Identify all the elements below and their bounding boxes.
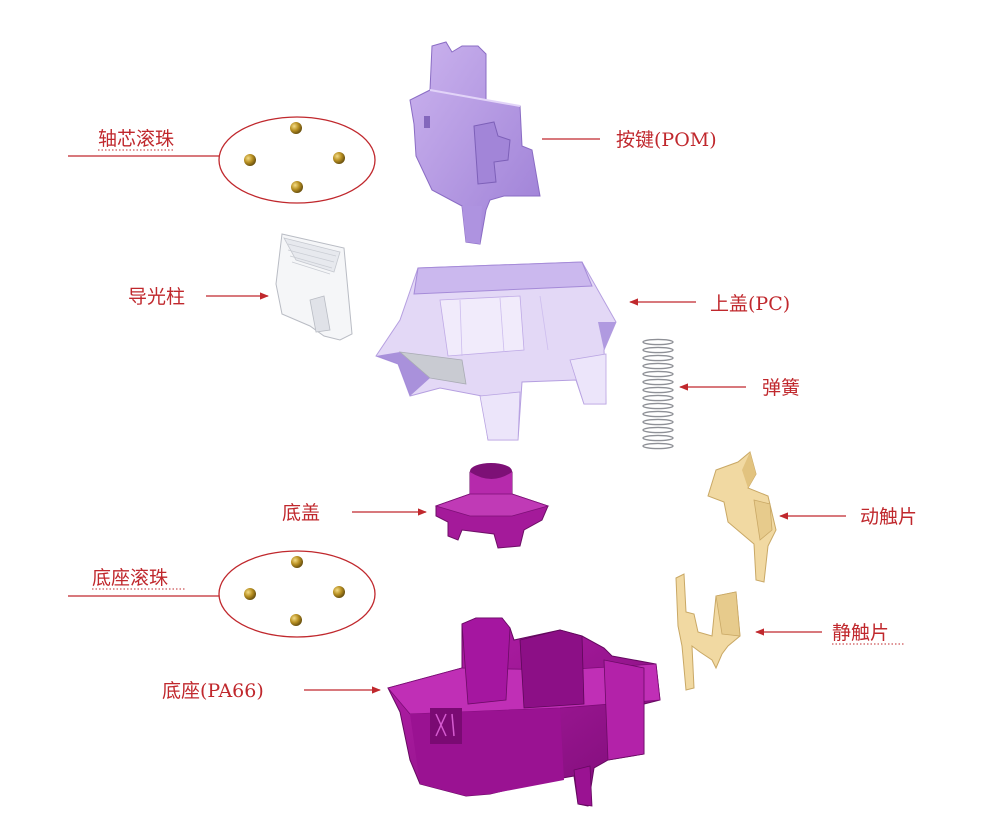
moving-contact-part	[707, 451, 777, 583]
stem-part	[409, 41, 541, 245]
spring-label: 弹簧	[762, 377, 800, 399]
axis-balls-label: 轴芯滚珠	[98, 128, 174, 150]
spring-part	[642, 338, 674, 450]
axis-balls-group: 轴芯滚珠	[68, 116, 376, 204]
light-guide-label: 导光柱	[128, 286, 185, 308]
moving-contact-label: 动触片	[860, 506, 917, 528]
base-part	[387, 617, 661, 807]
axis-balls-ellipse	[218, 116, 376, 204]
base-cover-part	[434, 463, 550, 549]
base-ball	[333, 586, 345, 598]
base-balls-ellipse	[218, 550, 376, 638]
base-ball	[290, 614, 302, 626]
light-guide-part	[275, 233, 353, 341]
axis-ball	[333, 152, 345, 164]
static-contact-part	[675, 573, 741, 691]
base-label: 底座(PA66)	[162, 680, 264, 702]
base-balls-label: 底座滚珠	[92, 567, 168, 589]
axis-ball	[244, 154, 256, 166]
base-cover-label: 底盖	[282, 502, 320, 524]
axis-ball	[291, 181, 303, 193]
top-cover-part	[375, 261, 617, 441]
axis-ball	[290, 122, 302, 134]
base-ball	[291, 556, 303, 568]
top-cover-label: 上盖(PC)	[710, 293, 790, 315]
base-ball	[244, 588, 256, 600]
stem-label: 按键(POM)	[616, 129, 717, 151]
static-contact-label: 静触片	[832, 622, 889, 644]
base-balls-group: 底座滚珠	[68, 550, 376, 638]
